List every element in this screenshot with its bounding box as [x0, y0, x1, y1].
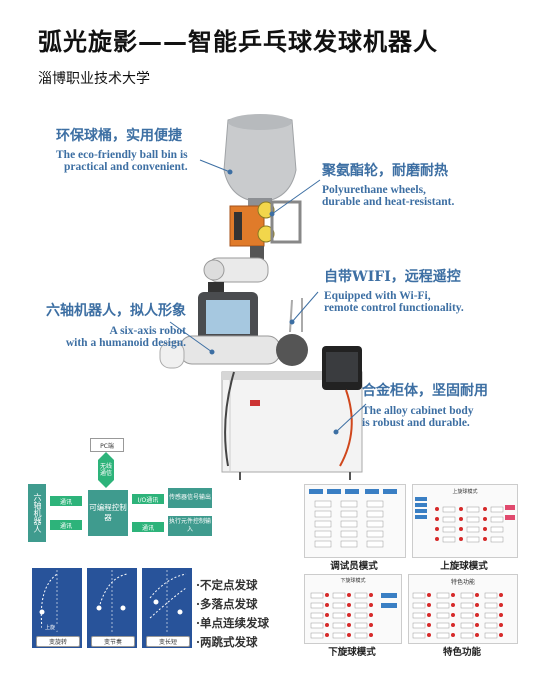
feature-item: ·不定点发球 [196, 578, 258, 592]
court-trajectory-graphic [149, 570, 187, 632]
court-panel: 上旋 变旋转 [32, 568, 82, 648]
court-panel: 变长短 [142, 568, 192, 648]
link-plc-sensor: I/O通讯 [132, 494, 164, 504]
panel-caption: 特色功能 [442, 647, 481, 658]
plc-node: 可编程控制器 [88, 490, 128, 536]
hmi-heading: 上旋球模式 [452, 489, 478, 495]
feature-item: ·多落点发球 [196, 597, 258, 611]
callout-en-line: Equipped with Wi-Fi, [324, 290, 431, 302]
page-title: 弧光旋影——智能乒乓球发球机器人 [38, 28, 438, 56]
callout-en-line: with a humanoid design. [65, 337, 186, 349]
callout-en-line: is robust and durable. [362, 417, 470, 429]
callout-en-line: practical and convenient. [64, 161, 188, 173]
link-plc-actuator: 通讯 [132, 522, 164, 532]
robot-illustration [159, 114, 363, 480]
hmi-screen-graphic [309, 489, 397, 548]
court-panel: 变节奏 [87, 568, 137, 648]
feature-item: ·两跳式发球 [196, 635, 258, 649]
callout-en-line: durable and heat-resistant. [322, 196, 455, 208]
callout-en-line: A six-axis robot [109, 325, 186, 337]
court-caption: 变长短 [146, 636, 190, 647]
panel-caption: 下旋球模式 [328, 647, 376, 658]
court-trajectory-graphic [39, 570, 58, 632]
callout-cabinet: 合金柜体，坚固耐用 The alloy cabinet body is robu… [362, 380, 488, 429]
wireless-comm-link: 无线通信 [98, 460, 114, 480]
link-robot-plc-top: 通讯 [50, 496, 82, 506]
callout-en-line: remote control functionality. [324, 302, 464, 314]
callout-cn: 自带WIFI，远程遥控 [324, 269, 461, 285]
hmi-panel-backspin: 下旋球模式 [304, 574, 402, 644]
callout-wheels: 聚氨酯轮，耐磨耐热 Polyurethane wheels, durable a… [322, 160, 454, 208]
court-trajectory-graphic [96, 570, 128, 632]
hmi-heading: 下旋球模式 [340, 578, 366, 584]
court-tag: 上旋 [42, 624, 58, 631]
feature-item: ·单点连续发球 [196, 616, 270, 630]
sensor-node: 传感器信号输出 [168, 488, 212, 508]
callout-cn: 环保球桶，实用便捷 [56, 128, 182, 144]
serve-court-gallery: 上旋 变旋转 变节奏 变长短 [32, 568, 192, 648]
control-diagram: PC端 无线通信 六轴机器人 可编程控制器 传感器信号输出 执行元件控制输入 通… [28, 436, 218, 546]
hmi-panel-topspin: 上旋球模式 [412, 484, 518, 558]
callout-ball-bin: 环保球桶，实用便捷 The eco-friendly ball bin is p… [56, 125, 188, 173]
callout-en-line: The eco-friendly ball bin is [56, 149, 188, 161]
hmi-panel-special: 特色功能 [408, 574, 518, 644]
panel-caption: 调试员模式 [330, 561, 378, 572]
callout-six-axis: 六轴机器人，拟人形象 A six-axis robot with a human… [14, 300, 186, 349]
pc-node: PC端 [90, 438, 124, 452]
callout-cn: 合金柜体，坚固耐用 [362, 383, 488, 399]
link-robot-plc-bottom: 通讯 [50, 520, 82, 530]
hmi-heading: 特色功能 [450, 579, 475, 586]
callout-cn: 六轴机器人，拟人形象 [46, 303, 186, 319]
callout-en-line: Polyurethane wheels, [322, 184, 426, 196]
arrow-up-icon [98, 452, 114, 460]
callout-en-line: The alloy cabinet body [362, 405, 474, 417]
hmi-screen-graphic [412, 592, 503, 639]
six-axis-robot-node: 六轴机器人 [28, 484, 46, 542]
arrow-down-icon [98, 480, 114, 488]
hmi-screen-graphic [415, 497, 515, 543]
serve-features-list: ·不定点发球 ·多落点发球 ·单点连续发球 ·两跳式发球 [196, 576, 269, 652]
court-caption: 变旋转 [36, 636, 80, 647]
hmi-panel-debug [304, 484, 406, 558]
callout-wifi: 自带WIFI，远程遥控 Equipped with Wi-Fi, remote … [324, 266, 464, 314]
panel-caption: 上旋球模式 [440, 561, 488, 572]
hmi-screen-graphic [310, 592, 397, 639]
court-caption: 变节奏 [91, 636, 135, 647]
actuator-node: 执行元件控制输入 [168, 516, 212, 536]
institution-name: 淄博职业技术大学 [38, 71, 150, 87]
callout-cn: 聚氨酯轮，耐磨耐热 [322, 163, 448, 179]
